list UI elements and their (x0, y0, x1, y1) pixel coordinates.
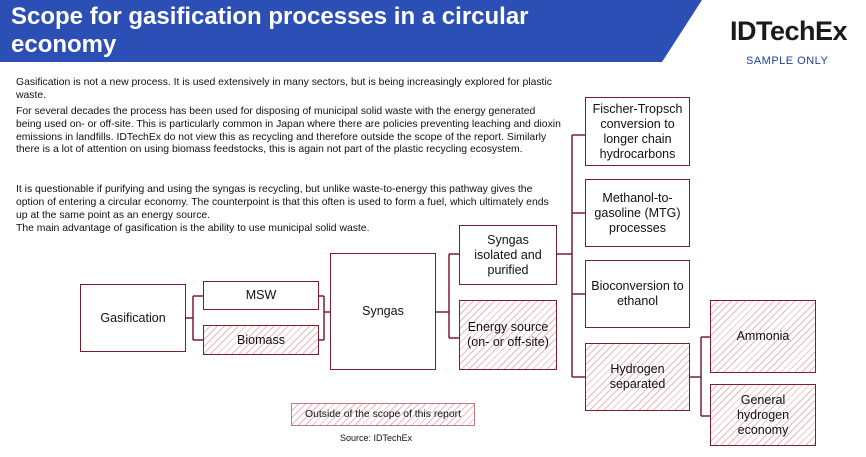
mtg-line-2: gasoline (MTG) (594, 205, 681, 220)
syngas-label: Syngas (362, 304, 404, 318)
gasification-label: Gasification (100, 310, 166, 325)
general-line-3: economy (737, 422, 789, 437)
methanol-to-gasoline-box: Methanol-to- gasoline (MTG) processes (585, 179, 690, 247)
bio-line-2: ethanol (616, 294, 658, 308)
paragraph-history: For several decades the process has been… (16, 106, 561, 156)
biomass-label: Biomass (237, 332, 285, 347)
general-line-2: hydrogen (736, 407, 790, 422)
hydrogen-line-1: Hydrogen (610, 362, 665, 376)
general-line-1: General (740, 392, 786, 407)
ammonia-box: Ammonia (710, 300, 816, 373)
page-title: Scope for gasification processes in a ci… (11, 3, 529, 58)
hydrogen-line-2: separated (609, 377, 666, 391)
msw-box: MSW (203, 281, 319, 310)
msw-label: MSW (245, 288, 277, 302)
source-caption: Source: IDTechEx (340, 433, 413, 443)
brand-logo: IDTechEx (730, 16, 848, 46)
paragraph-intro: Gasification is not a new process. It is… (16, 77, 552, 101)
syngas-isolated-box: Syngas isolated and purified (459, 225, 557, 285)
biomass-box: Biomass (203, 325, 319, 355)
gasification-box: Gasification (80, 284, 186, 352)
sample-watermark: SAMPLE ONLY (746, 55, 829, 67)
scope-legend: Outside of the scope of this report (291, 403, 475, 426)
energy-source-sublabel: (on- or off-site) (467, 335, 549, 349)
paragraph-circular: It is questionable if purifying and usin… (16, 184, 549, 221)
bioconversion-box: Bioconversion to ethanol (585, 260, 690, 328)
fischer-line-3: longer chain (603, 131, 672, 146)
fischer-line-4: hydrocarbons (599, 146, 676, 161)
fischer-line-1: Fischer-Tropsch (592, 101, 683, 116)
mtg-line-3: processes (609, 220, 666, 235)
mtg-line-1: Methanol-to- (602, 190, 673, 205)
fischer-tropsch-box: Fischer-Tropsch conversion to longer cha… (585, 97, 690, 166)
ammonia-label: Ammonia (736, 329, 790, 343)
syngas-isolated-label: Syngas isolated and purified (474, 232, 542, 277)
scope-legend-label: Outside of the scope of this report (305, 409, 461, 420)
syngas-box: Syngas (330, 253, 436, 370)
general-hydrogen-economy-box: General hydrogen economy (710, 384, 816, 446)
energy-source-box: Energy source (on- or off-site) (459, 300, 557, 370)
banner-shape (0, 0, 702, 62)
fischer-line-2: conversion to (600, 116, 675, 131)
header-banner: Scope for gasification processes in a ci… (0, 0, 866, 62)
paragraph-advantage: The main advantage of gasification is th… (16, 223, 370, 234)
bio-line-1: Bioconversion to (591, 279, 684, 293)
energy-source-label: Energy source (467, 320, 549, 334)
hydrogen-separated-box: Hydrogen separated (585, 343, 690, 411)
